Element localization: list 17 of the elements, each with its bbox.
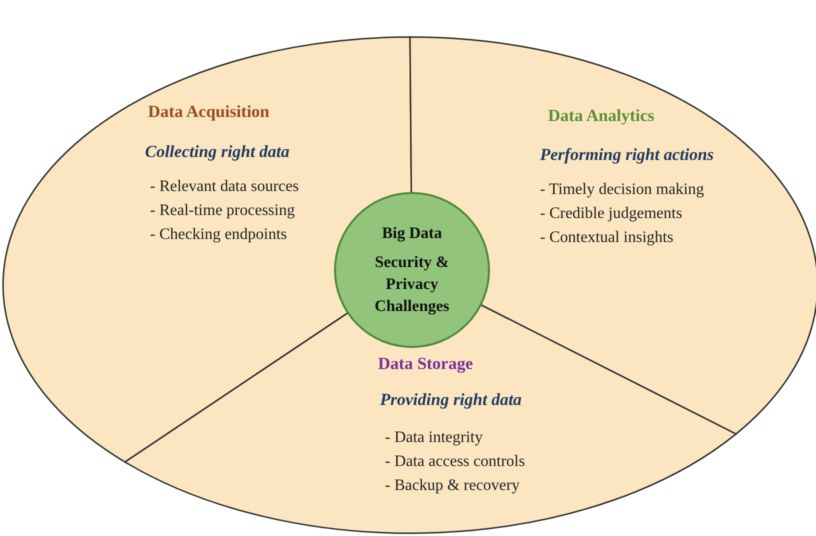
circle-text: Security & Privacy Challenges xyxy=(374,253,450,317)
list-item: - Data integrity xyxy=(385,428,483,448)
list-item: - Real-time processing xyxy=(150,201,295,220)
section-heading: Data Storage xyxy=(378,354,473,374)
list-item: - Contextual insights xyxy=(540,228,674,248)
section-subtitle: Performing right actions xyxy=(540,145,714,166)
list-item: - Credible judgements xyxy=(540,204,682,224)
list-item: - Timely decision making xyxy=(540,180,704,200)
list-item: - Relevant data sources xyxy=(150,177,299,196)
section-heading: Data Acquisition xyxy=(148,102,270,122)
circle-heading: Big Data xyxy=(382,224,442,244)
list-item: - Checking endpoints xyxy=(150,225,287,244)
list-item: - Data access controls xyxy=(385,452,525,472)
section-subtitle: Collecting right data xyxy=(145,142,290,162)
section-heading: Data Analytics xyxy=(548,106,654,126)
list-item: - Backup & recovery xyxy=(385,476,520,496)
section-subtitle: Providing right data xyxy=(380,390,522,410)
